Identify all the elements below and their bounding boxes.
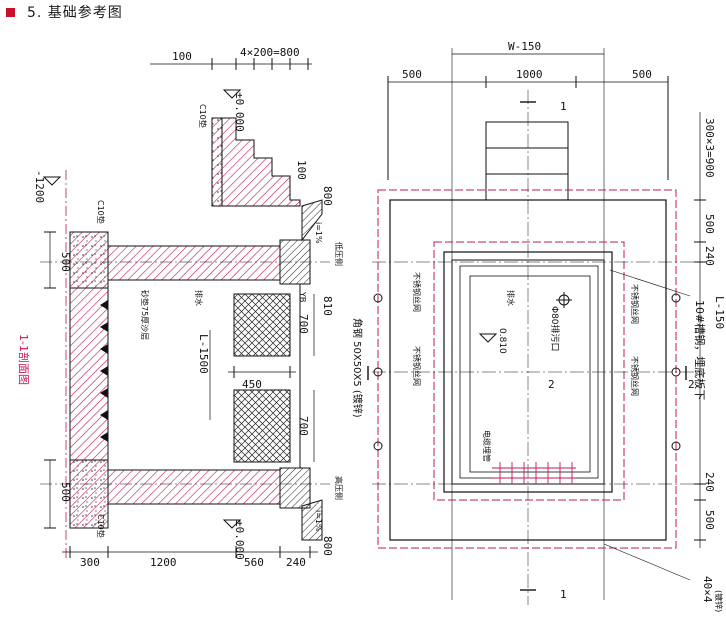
label-lv-side: 高压侧 xyxy=(334,476,344,500)
page-title: 5. 基础参考图 xyxy=(27,5,123,21)
dim-left-500-top: 500 xyxy=(59,252,72,272)
side-810: 810 xyxy=(321,296,334,316)
elev-zero-bot: ±0.000 xyxy=(233,520,246,560)
section-title: 1-1剖面图 xyxy=(17,334,31,385)
label-rail-r2: 不锈钢丝网 xyxy=(630,356,640,396)
dim-top-steps: 4×200=800 xyxy=(240,46,300,59)
dim-top-100: 100 xyxy=(172,50,192,63)
dim-bottom-300: 300 xyxy=(80,556,100,569)
side-800-bot: 800 xyxy=(321,536,334,556)
dim-r-500b: 500 xyxy=(703,510,716,530)
label-rail-r1: 不锈钢丝网 xyxy=(630,284,640,324)
elev-minus-1200: -1200 xyxy=(33,170,46,203)
dim-r-900: 300×3=900 xyxy=(703,118,716,178)
label-cable-pipe: 电缆埋管 xyxy=(482,430,492,462)
dim-l1500: L-1500 xyxy=(197,334,210,374)
label-hv-side: 低压侧 xyxy=(334,242,344,266)
dim-450: 450 xyxy=(242,378,262,391)
dim-700a: 700 xyxy=(297,314,310,334)
section-view xyxy=(40,58,330,560)
dim-bottom-560: 560 xyxy=(244,556,264,569)
label-slope-top: i=1% xyxy=(314,222,323,244)
label-c10-top: C10垫 xyxy=(198,104,208,128)
cut-1-bot: 1 xyxy=(560,588,567,601)
plan-view xyxy=(367,48,706,605)
page-header: 5. 基础参考图 xyxy=(6,3,123,21)
label-drain-plan: 排水 xyxy=(506,290,516,306)
dim-plan-500a: 500 xyxy=(402,68,422,81)
label-c10-bot: C10垫 xyxy=(96,514,106,538)
dim-r-l150: L-150 xyxy=(713,296,726,329)
red-square-icon xyxy=(6,7,15,17)
label-rail-l1: 不锈钢丝网 xyxy=(412,272,422,312)
dim-r-500a: 500 xyxy=(703,214,716,234)
label-c10-mid: C10垫 xyxy=(96,200,106,224)
dim-left-500-bot: 500 xyxy=(59,482,72,502)
dim-h-100: 100 xyxy=(295,160,308,180)
label-drain-section: 排水 xyxy=(194,290,204,306)
cut-2-right: 2 xyxy=(688,378,695,391)
label-channel-steel: 10#槽钢，埋底板下 xyxy=(693,300,707,400)
dim-w150: W-150 xyxy=(508,40,541,53)
dim-r-240a: 240 xyxy=(703,246,716,266)
label-elev-810: 0.810 xyxy=(497,328,507,354)
dim-bottom-1200: 1200 xyxy=(150,556,177,569)
dim-plan-1000: 1000 xyxy=(516,68,543,81)
label-flat-galv: (镀锌) xyxy=(714,590,724,612)
dim-flat-steel: 40×4 xyxy=(701,576,714,603)
cut-2-left: 2 xyxy=(548,378,555,391)
label-rail-l2: 不锈钢丝网 xyxy=(412,346,422,386)
side-800-top: 800 xyxy=(321,186,334,206)
label-sand: 砂垫75厚沙层 xyxy=(140,290,150,340)
cut-1-top: 1 xyxy=(560,100,567,113)
dim-bottom-240: 240 xyxy=(286,556,306,569)
dim-r-240b: 240 xyxy=(703,472,716,492)
label-slope-bot: i=1% xyxy=(314,510,323,532)
label-angle-steel: 角钢 50X50X5 (镀锌) xyxy=(351,318,364,418)
dim-plan-500b: 500 xyxy=(632,68,652,81)
dim-700b: 700 xyxy=(297,416,310,436)
label-yb: YB xyxy=(298,291,307,302)
elev-zero-top: ±0.000 xyxy=(233,92,246,132)
label-drain-hole: Φ80排污口 xyxy=(549,306,561,352)
